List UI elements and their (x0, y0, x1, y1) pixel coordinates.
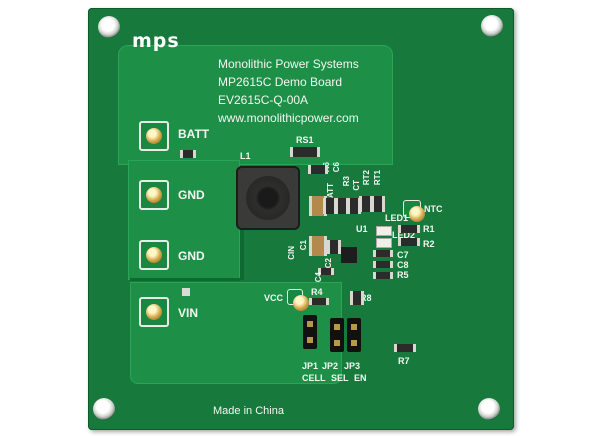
resistor-r4 (309, 298, 329, 305)
label-c4: C4 (314, 272, 323, 283)
title-line-1: Monolithic Power Systems (218, 57, 359, 71)
capacitor-c1 (309, 236, 327, 256)
label-l1: L1 (240, 151, 251, 161)
label-r3: R3 (342, 176, 351, 187)
jumper-jp1[interactable] (303, 315, 317, 349)
label-r8: R8 (360, 293, 372, 303)
resistor-r8 (350, 291, 364, 305)
resistor-r2 (398, 238, 420, 246)
label-cin: CIN (287, 246, 296, 260)
resistor-r6 (308, 165, 328, 174)
vcc-test-point[interactable] (287, 289, 309, 311)
label-r4: R4 (311, 287, 323, 297)
label-c2: C2 (324, 258, 333, 269)
label-led2: LED2 (392, 230, 416, 240)
mounting-hole-bottom-left (93, 398, 115, 420)
label-c6: C6 (332, 162, 341, 173)
resistor (371, 196, 385, 212)
jumper-jp3[interactable] (347, 318, 361, 352)
label-jp3: JP3 (344, 361, 361, 371)
inductor-l1 (236, 166, 300, 230)
label-led1: LED1 (385, 213, 409, 223)
gnd-terminal-2[interactable] (139, 240, 169, 270)
made-in-china-text: Made in China (213, 405, 284, 417)
trace (130, 278, 240, 281)
label-c8: C8 (397, 260, 409, 270)
label-rt2: RT2 (362, 170, 371, 186)
batt-terminal[interactable] (139, 121, 169, 151)
mounting-hole-top-right (481, 15, 503, 37)
label-ct: CT (352, 180, 361, 191)
ntc-test-point[interactable] (403, 200, 425, 222)
resistor-r1 (398, 225, 420, 233)
jumper-jp2[interactable] (330, 318, 344, 352)
label-c1: C1 (299, 240, 308, 251)
capacitor-c7 (373, 250, 393, 257)
resistor-rs1 (290, 147, 320, 157)
label-vcc: VCC (264, 293, 284, 303)
label-r2: R2 (423, 239, 435, 249)
label-r7: R7 (398, 356, 410, 366)
mounting-hole-bottom-right (478, 398, 500, 420)
resistor-r7 (394, 344, 416, 352)
label-cell: CELL (302, 373, 326, 383)
label-jp1: JP1 (302, 361, 319, 371)
title-line-2: MP2615C Demo Board (218, 75, 343, 89)
gnd-label-2: GND (178, 249, 205, 263)
vin-terminal[interactable] (139, 297, 169, 327)
capacitor-c8 (373, 261, 393, 268)
label-jp2: JP2 (322, 361, 339, 371)
led2 (376, 238, 392, 248)
capacitor-c4 (318, 268, 334, 275)
label-c7: C7 (397, 250, 409, 260)
label-sel: SEL (331, 373, 349, 383)
label-r1: R1 (423, 224, 435, 234)
gnd-terminal-1[interactable] (139, 180, 169, 210)
mounting-hole-top-left (98, 16, 120, 38)
test-pad (182, 288, 190, 296)
label-en: EN (354, 373, 367, 383)
trace (240, 210, 244, 280)
ic-u1 (341, 247, 357, 263)
batt-label: BATT (178, 127, 210, 141)
vin-label: VIN (178, 306, 199, 320)
capacitor-c2 (327, 240, 341, 254)
resistor (180, 150, 196, 158)
label-r5: R5 (397, 270, 409, 280)
title-line-4: www.monolithicpower.com (218, 111, 359, 125)
title-line-3: EV2615C-Q-00A (218, 93, 309, 107)
led1 (376, 226, 392, 236)
label-u1: U1 (356, 224, 368, 234)
label-ntc: NTC (424, 204, 443, 214)
label-rt1: RT1 (373, 170, 382, 186)
resistor-r5 (373, 272, 393, 279)
mps-logo: mps (132, 30, 180, 52)
gnd-label-1: GND (178, 188, 205, 202)
label-rs1: RS1 (296, 135, 314, 145)
